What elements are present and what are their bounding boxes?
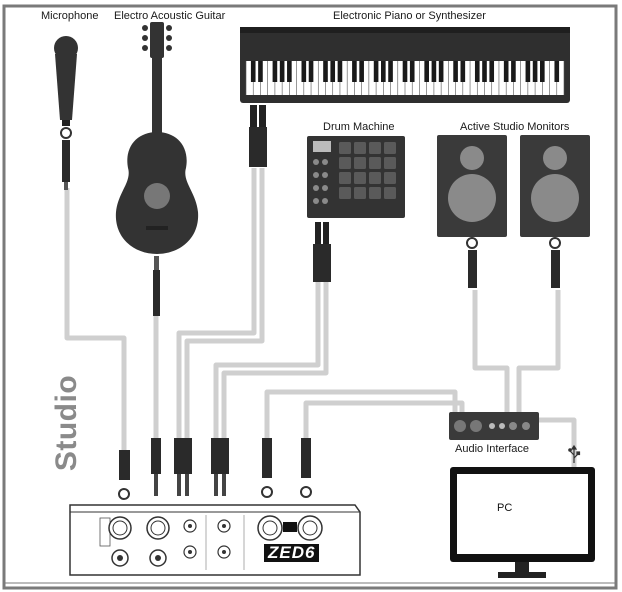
mixer-plugs: [118, 438, 312, 500]
studio-label: Studio: [47, 368, 87, 478]
label-drum-machine: Drum Machine: [323, 121, 395, 133]
label-audio-interface: Audio Interface: [455, 443, 529, 455]
mixer: [69, 504, 361, 576]
monitor-cable-left: [472, 290, 510, 413]
label-pc: PC: [497, 502, 513, 514]
studio-monitors: [437, 135, 590, 288]
label-guitar: Electro Acoustic Guitar: [114, 10, 226, 22]
cables: [64, 168, 577, 467]
label-monitors: Active Studio Monitors: [460, 121, 570, 133]
label-microphone: Microphone: [41, 10, 99, 22]
piano-cable-right: [184, 168, 265, 438]
usb-cable: [536, 417, 577, 467]
pc-monitor: [450, 467, 595, 578]
piano-keys: [245, 61, 565, 95]
piano: [240, 27, 570, 167]
drum-cable-left: [213, 282, 321, 438]
drum-machine: [307, 136, 405, 282]
guitar: [115, 22, 199, 316]
mixer-model-label: ZED6: [264, 544, 320, 562]
outer-frame: [2, 4, 618, 590]
usb-icon: [568, 444, 581, 463]
interface-cable-left: [264, 389, 458, 438]
mic-cable: [64, 188, 127, 450]
label-piano: Electronic Piano or Synthesizer: [333, 10, 486, 22]
studio-text: Studio: [50, 374, 83, 472]
audio-interface: [449, 412, 539, 440]
drum-cable-right: [221, 282, 329, 438]
interface-cable-right: [303, 400, 465, 438]
monitor-cable-right: [516, 290, 561, 413]
piano-cable-left: [176, 168, 257, 438]
microphone: [54, 36, 78, 190]
